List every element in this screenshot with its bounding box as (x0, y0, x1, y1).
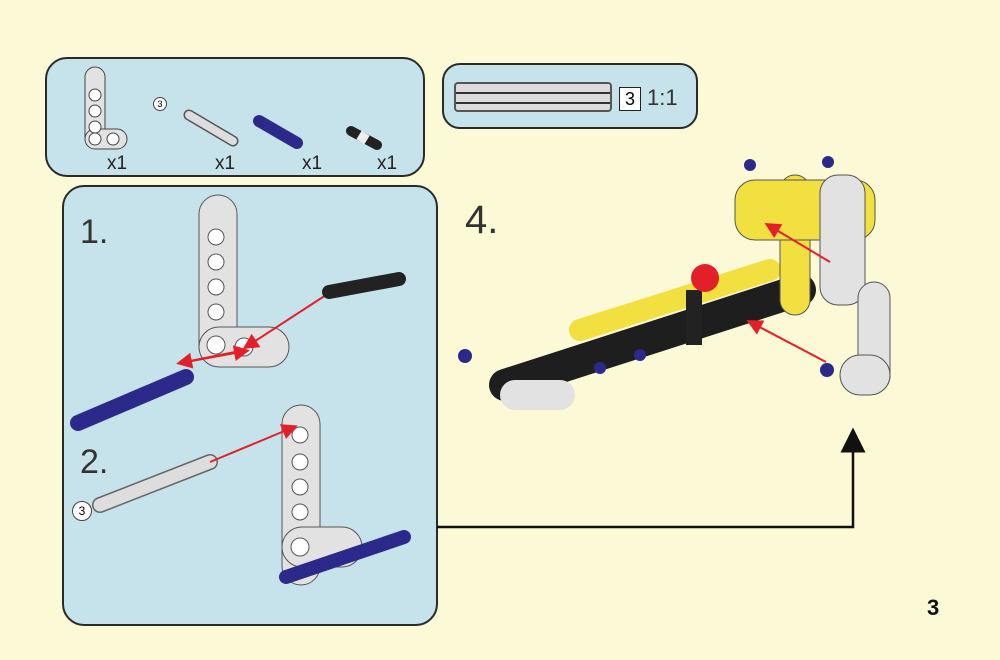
black-pin-part (346, 126, 382, 150)
black-pin (322, 272, 406, 299)
ruler-scale: 1:1 (647, 85, 678, 110)
connector-arrow (437, 427, 866, 529)
qty-liftarm: x1 (107, 153, 128, 174)
sub-assembly-panel: 1. 2. 3 (62, 185, 438, 626)
qty-axle: x1 (215, 153, 236, 174)
arrow-black-pin (242, 294, 327, 350)
parts-illustrations (84, 66, 382, 150)
substep-1-label: 1. (80, 213, 109, 251)
arrow-axle (209, 424, 298, 463)
arrow-blue-pin-in (185, 345, 250, 363)
page-number: 3 (927, 595, 940, 620)
axle-ruler-graphic (454, 82, 612, 112)
main-step-label: 4. (465, 198, 499, 242)
liftarm-step1 (198, 194, 290, 368)
model-base (458, 259, 816, 410)
substep-2-label: 2. (80, 443, 109, 481)
arrow-main-lower (746, 320, 827, 363)
sub-assembly-illustrations (70, 194, 411, 586)
arrow-main-upper (764, 222, 831, 263)
axle-length-badge: 3 (153, 97, 167, 111)
blue-pin-part (253, 115, 303, 149)
l-liftarm-part (84, 66, 128, 150)
axle-length-badge-step2: 3 (72, 501, 92, 521)
axle-ruler-panel: 3 1:1 (442, 63, 698, 129)
blue-pin (70, 369, 194, 431)
parts-list-panel: 3 x1 x1 x1 x1 (45, 57, 425, 177)
liftarm-step2 (279, 404, 411, 586)
qty-blue-pin: x1 (302, 153, 323, 174)
model-upright-frame (734, 156, 891, 396)
axle-part (183, 109, 239, 147)
qty-black-pin: x1 (377, 153, 398, 174)
ruler-length-badge: 3 (619, 87, 641, 111)
